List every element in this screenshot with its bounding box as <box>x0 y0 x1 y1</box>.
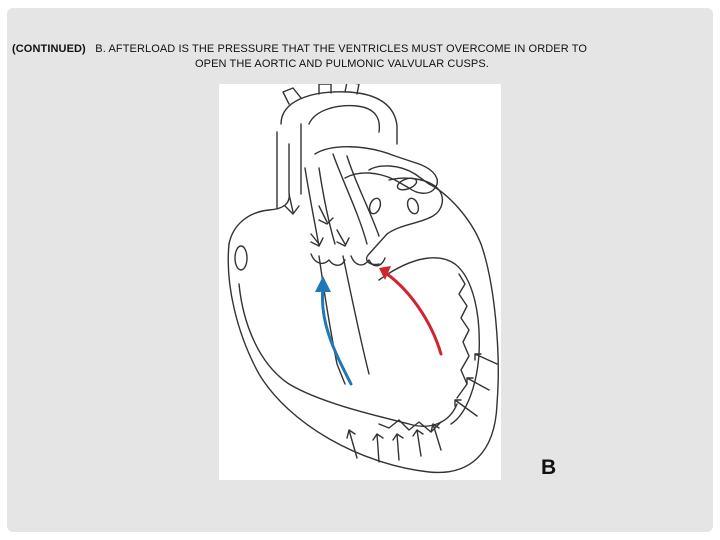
aortic-channel <box>304 167 336 247</box>
pulmonary-channel <box>332 153 380 245</box>
right-ventricle-flow-arrow <box>320 286 353 386</box>
vena-cava-opening <box>234 245 248 271</box>
slide-heading: (CONTINUED) B. AFTERLOAD IS THE PRESSURE… <box>12 42 642 72</box>
pulmonary-trunk <box>314 146 438 194</box>
right-ventricle-arrowhead <box>315 276 331 292</box>
interventricular-septum <box>318 255 370 385</box>
pulmonary-vein-2 <box>406 197 420 215</box>
left-atrium <box>365 177 444 266</box>
valve-flow-arrows <box>284 193 350 247</box>
pressure-arrows <box>346 353 498 463</box>
left-ventricle-wall <box>378 257 480 425</box>
heading-line-2: OPEN THE AORTIC AND PULMONIC VALVULAR CU… <box>195 58 489 70</box>
heading-line-1: B. AFTERLOAD IS THE PRESSURE THAT THE VE… <box>95 43 587 55</box>
valve-cusps <box>310 253 386 267</box>
aortic-branches <box>282 84 360 105</box>
left-ventricle-arrowhead <box>379 266 391 280</box>
aortic-arch <box>280 91 398 145</box>
heart-diagram <box>227 84 499 474</box>
superior-vena-cava <box>276 123 302 210</box>
left-ventricle-flow-arrow <box>385 272 443 356</box>
pulmonary-vein-3 <box>368 197 382 215</box>
figure-label: B <box>541 456 557 479</box>
heart-illustration <box>219 84 501 480</box>
heading-prefix: (CONTINUED) <box>12 43 86 55</box>
pulmonary-vein-1 <box>396 177 418 191</box>
right-ventricle-wall <box>238 283 458 427</box>
right-atrium-wall <box>228 143 290 245</box>
heart-outer-wall <box>227 165 499 474</box>
